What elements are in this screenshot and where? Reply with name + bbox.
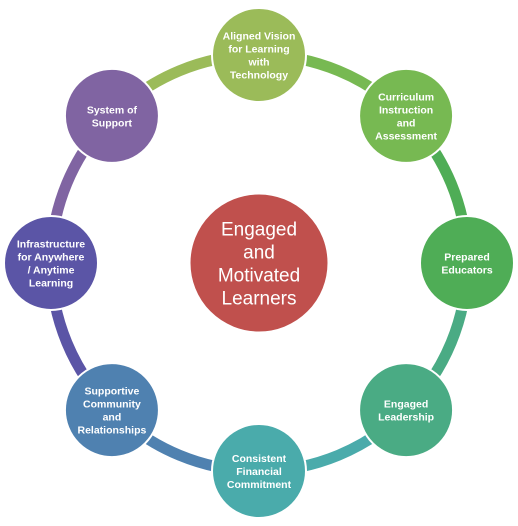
node-label-line: / Anytime xyxy=(28,265,75,277)
node-label-line: Educators xyxy=(441,265,493,277)
node-circle xyxy=(211,423,307,519)
node-circle xyxy=(3,215,99,311)
node-circle xyxy=(358,362,455,459)
center-label-line: Learners xyxy=(222,289,297,310)
node-label-line: Supportive xyxy=(84,386,139,398)
node-label-line: Learning xyxy=(29,278,73,290)
node-circle xyxy=(63,362,160,459)
node-label-line: Instruction xyxy=(379,104,433,116)
node-label-line: Technology xyxy=(230,70,288,82)
node-label-line: Aligned Vision xyxy=(223,31,296,43)
node-label-line: for Anywhere xyxy=(18,252,85,264)
node-label-line: Commitment xyxy=(227,479,292,491)
node-label-line: Financial xyxy=(236,466,282,478)
center-label-line: Engaged xyxy=(221,220,297,241)
node-label-line: Community xyxy=(83,399,141,411)
node-label-line: with xyxy=(248,57,270,69)
node-label-line: Leadership xyxy=(378,412,434,424)
node-label-line: and xyxy=(103,412,122,424)
node-circle xyxy=(211,7,307,103)
node-label-line: and xyxy=(397,117,416,129)
node-label-line: Relationships xyxy=(77,425,146,437)
node-circle xyxy=(358,67,455,164)
node-label-line: Consistent xyxy=(232,453,287,465)
node-label-line: Curriculum xyxy=(378,91,434,103)
node-label-line: Engaged xyxy=(384,399,428,411)
center-label-line: and xyxy=(243,243,275,264)
node-label-line: for Learning xyxy=(228,44,289,56)
center-label-line: Motivated xyxy=(218,266,300,287)
node-label-line: Assessment xyxy=(375,130,437,142)
node-label-line: Prepared xyxy=(444,252,490,264)
node-circle xyxy=(63,67,160,164)
center-circle xyxy=(187,191,331,335)
node-label-line: System of xyxy=(87,104,138,116)
node-label-line: Support xyxy=(92,117,133,129)
node-label-line: Infrastructure xyxy=(17,239,85,251)
node-circle xyxy=(419,215,515,311)
